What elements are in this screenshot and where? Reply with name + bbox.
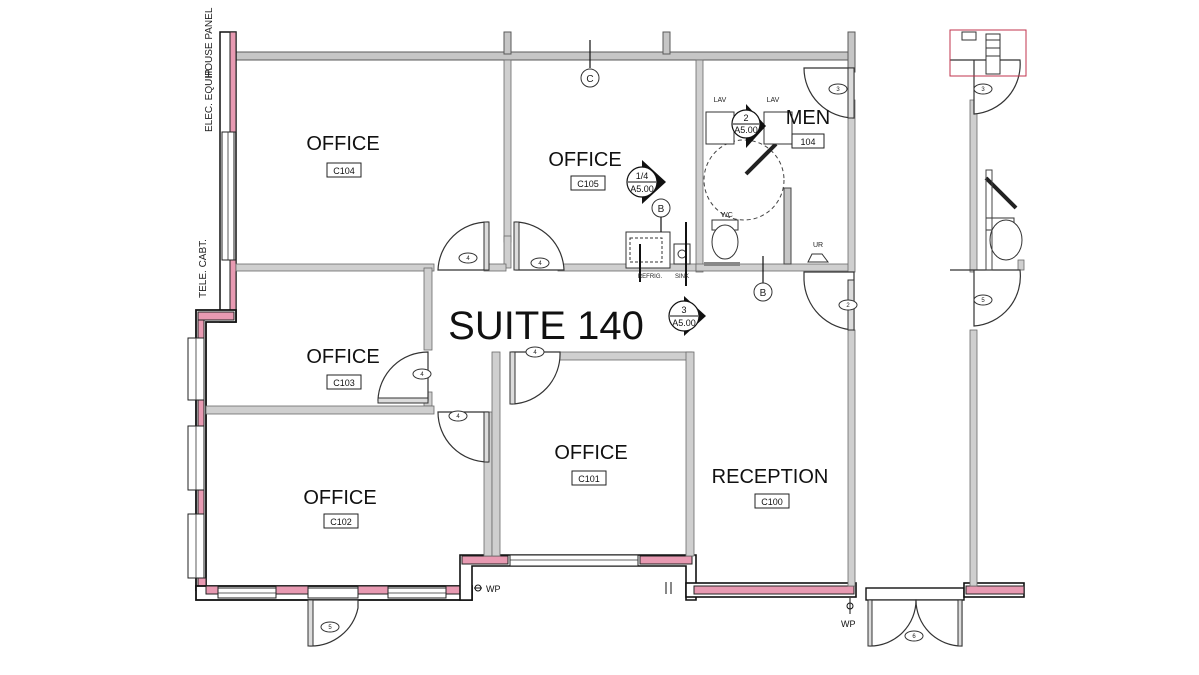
adjacent-corner: [949, 29, 1027, 77]
room-name: OFFICE: [548, 149, 621, 171]
svg-text:4: 4: [420, 372, 424, 378]
room-name: OFFICE: [306, 346, 379, 368]
house-panel-label: HOUSE PANEL: [204, 7, 215, 78]
svg-text:3: 3: [836, 87, 840, 93]
room-number: C100: [761, 497, 783, 507]
lav-label: LAV: [714, 97, 727, 104]
room-c101: OFFICE C101: [554, 442, 628, 486]
west-exterior-wall: [187, 31, 237, 595]
room-name: OFFICE: [554, 442, 627, 464]
restroom-fixtures: [625, 111, 1023, 286]
room-number: C105: [577, 179, 599, 189]
room-number: 104: [800, 137, 815, 147]
door-tag: 4: [448, 410, 468, 422]
door-tag: 4: [458, 252, 478, 264]
refrig-label: REFRIG.: [638, 274, 663, 280]
svg-text:4: 4: [456, 414, 460, 420]
room-c102: OFFICE C102: [303, 487, 377, 529]
svg-text:4: 4: [466, 256, 470, 262]
svg-text:3: 3: [981, 87, 985, 93]
wc-label: WC: [721, 212, 733, 219]
svg-text:A5.00: A5.00: [630, 184, 654, 194]
elec-equip-label: ELEC. EQUIP.: [204, 68, 215, 132]
svg-text:WP: WP: [486, 584, 501, 594]
wp-marker: WP: [474, 584, 501, 594]
svg-text:B: B: [760, 288, 767, 299]
room-number: C101: [578, 474, 600, 484]
door-tag: 4: [525, 346, 545, 358]
svg-text:6: 6: [912, 634, 916, 640]
door-tag: 3: [973, 83, 993, 95]
room-number: C102: [330, 517, 352, 527]
room-c100: RECEPTION C100: [712, 466, 829, 509]
wp-markers: WP WP WP: [474, 582, 856, 629]
door-tag: 2: [838, 299, 858, 311]
room-c105: OFFICE C105: [548, 149, 622, 191]
fixture-labels: LAV LAV WC UR REFRIG. SINK: [638, 97, 823, 280]
svg-text:1/4: 1/4: [636, 171, 649, 181]
grid-marker-c: C: [580, 40, 600, 88]
svg-text:3: 3: [681, 305, 686, 315]
room-name: OFFICE: [306, 133, 379, 155]
tele-cabt-label: TELE. CABT.: [198, 239, 209, 298]
door-tag: 5: [320, 621, 340, 633]
grid-marker-b: B: [651, 198, 671, 232]
top-wall: [231, 31, 856, 73]
section-marker: 1/4 A5.00: [626, 160, 666, 204]
room-name: OFFICE: [303, 487, 376, 509]
room-c103: OFFICE C103: [306, 346, 380, 390]
svg-text:A5.00: A5.00: [672, 318, 696, 328]
door-tag: 4: [412, 368, 432, 380]
door-tag: 6: [904, 630, 924, 642]
svg-text:A5.00: A5.00: [734, 125, 758, 135]
wp-marker: WP: [841, 598, 856, 629]
svg-text:B: B: [658, 204, 665, 215]
svg-text:C: C: [586, 74, 593, 85]
suite-label: SUITE 140: [448, 304, 644, 348]
grid-marker-b: B: [753, 256, 773, 302]
vertical-labels: HOUSE PANEL ELEC. EQUIP. TELE. CABT.: [198, 7, 215, 298]
doors: [307, 59, 1021, 647]
svg-text:5: 5: [328, 625, 332, 631]
door-tags: 4 4 4 4 4 4 3 2 5 6 3 5: [320, 83, 993, 642]
lav-label: LAV: [767, 97, 780, 104]
room-men: MEN 104: [786, 107, 830, 149]
south-exterior-wall: [195, 554, 1025, 601]
svg-text:4: 4: [533, 350, 537, 356]
svg-text:5: 5: [981, 298, 985, 304]
door-tag: 5: [973, 294, 993, 306]
ur-label: UR: [813, 242, 823, 249]
sink-label: SINK: [675, 274, 689, 280]
door-tag: 4: [530, 257, 550, 269]
svg-text:4: 4: [538, 261, 542, 267]
svg-text:WP: WP: [841, 619, 856, 629]
room-number: C104: [333, 166, 355, 176]
wp-marker: WP: [665, 582, 672, 594]
room-number: C103: [333, 378, 355, 388]
room-c104: OFFICE C104: [306, 133, 380, 178]
svg-text:2: 2: [846, 303, 850, 309]
section-marker: 2 A5.00: [731, 104, 766, 148]
room-name: MEN: [786, 107, 830, 129]
room-name: RECEPTION: [712, 466, 829, 488]
svg-text:2: 2: [743, 113, 748, 123]
door-tag: 3: [828, 83, 848, 95]
section-marker: 3 A5.00: [668, 296, 706, 336]
